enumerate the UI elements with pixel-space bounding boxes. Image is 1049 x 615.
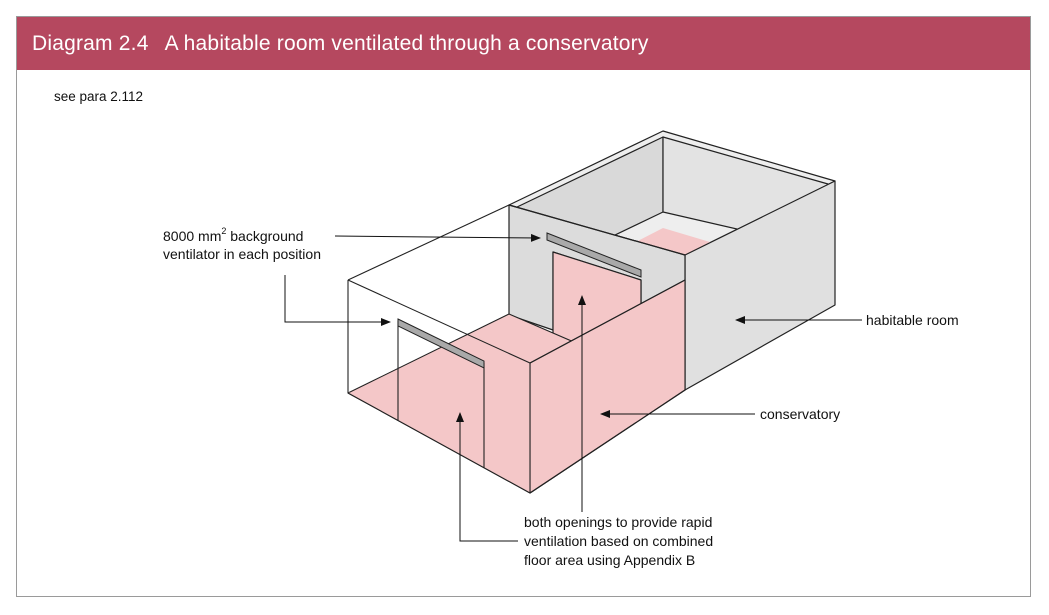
frame-line-7 (529, 389, 686, 494)
leader-lines (284, 233, 862, 542)
diagram-title: A habitable room ventilated through a co… (164, 31, 649, 55)
diagram-number: Diagram 2.4 (32, 31, 149, 55)
diagram-title-bar: Diagram 2.4 A habitable room ventilated … (17, 17, 1030, 70)
paragraph-reference: see para 2.112 (54, 89, 144, 104)
label-openings-line3: floor area using Appendix B (524, 552, 695, 568)
frame-line-3 (529, 279, 686, 364)
leader-ventilator-room (334, 233, 541, 242)
leader-ventilator-conservatory (284, 275, 391, 326)
frame-line-1 (347, 204, 510, 281)
ventilator-room (546, 232, 642, 278)
label-ventilator-line1: 8000 mm2 background (163, 226, 303, 244)
label-habitable-room: habitable room (866, 312, 959, 328)
label-openings-line1: both openings to provide rapid (524, 514, 712, 530)
frame-line-6 (347, 392, 531, 494)
diagram-frame: Diagram 2.4 A habitable room ventilated … (16, 16, 1031, 597)
frame-line-2 (347, 279, 531, 364)
leader-opening-conservatory (456, 412, 518, 542)
conservatory (347, 204, 686, 494)
label-conservatory: conservatory (760, 406, 840, 422)
ventilator-conservatory (397, 318, 485, 369)
label-ventilator-line2: ventilator in each position (163, 246, 321, 262)
label-openings-line2: ventilation based on combined (524, 533, 713, 549)
